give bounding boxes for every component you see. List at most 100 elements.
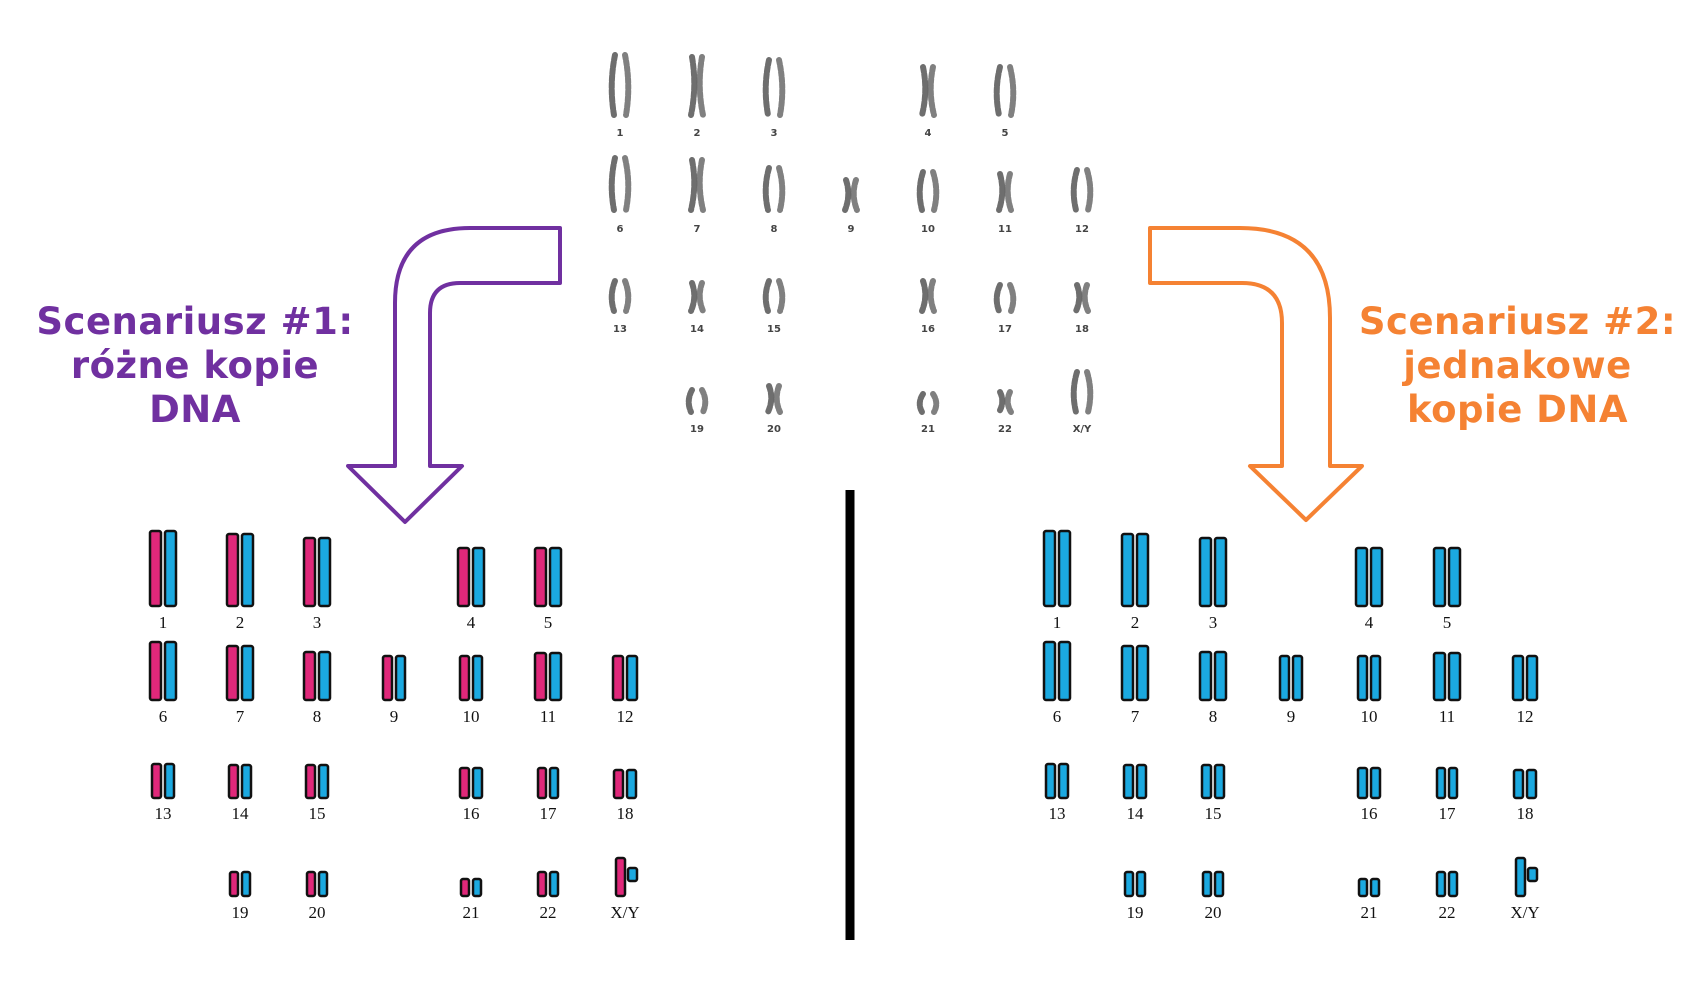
top-label: 22 — [998, 424, 1012, 435]
right-chromatid-b — [1447, 870, 1459, 898]
top-chromatid-b — [622, 52, 632, 118]
top-chromosome-14 — [688, 280, 706, 314]
right-chromatid-a — [1435, 870, 1447, 898]
left-chromatid-a — [612, 768, 625, 800]
left-chromatid-a — [148, 529, 163, 608]
left-chromatid-a — [459, 877, 471, 898]
left-chromosome-11 — [533, 651, 563, 702]
right-label: 21 — [1361, 903, 1378, 922]
right-chromosome-11 — [1432, 651, 1462, 702]
top-label: 4 — [925, 128, 932, 139]
left-chromosome-21 — [459, 877, 483, 898]
top-label: 10 — [921, 224, 935, 235]
top-chromatid-a — [993, 282, 1003, 314]
right-chromatid-b — [1447, 546, 1462, 608]
right-chromatid-b — [1525, 654, 1539, 702]
right-chromatid-b — [1369, 766, 1382, 800]
top-chromatid-a — [842, 177, 852, 213]
top-label: 18 — [1075, 324, 1089, 335]
top-label: 12 — [1075, 224, 1089, 235]
right-chromatid-b — [1135, 644, 1150, 702]
left-label: 19 — [232, 903, 249, 922]
top-chromatid-b — [776, 57, 786, 118]
left-label: 3 — [313, 613, 322, 632]
top-chromatid-a — [762, 165, 772, 213]
top-chromosome-21 — [916, 391, 940, 415]
top-label: 11 — [998, 224, 1012, 235]
top-label: 21 — [921, 424, 935, 435]
left-chromatid-a — [536, 870, 548, 898]
scenario-2-line-2: jednakowe — [1403, 344, 1632, 387]
right-chromatid-b — [1291, 654, 1304, 702]
left-label: 7 — [236, 707, 245, 726]
right-label: X/Y — [1510, 903, 1539, 922]
left-chromatid-b — [163, 762, 176, 800]
right-chromatid-b — [1135, 532, 1150, 608]
left-label: 18 — [617, 804, 634, 823]
top-chromosome-8 — [762, 165, 786, 213]
arrow-left — [346, 226, 562, 524]
right-label: 3 — [1209, 613, 1218, 632]
left-chromatid-b — [471, 654, 484, 702]
top-label: 7 — [694, 224, 701, 235]
right-chromatid-b — [1057, 529, 1072, 608]
right-chromatid-y — [1526, 866, 1539, 883]
left-label: 21 — [463, 903, 480, 922]
top-chromosome-4 — [919, 64, 937, 118]
top-chromatid-a — [919, 64, 929, 118]
right-label: 7 — [1131, 707, 1140, 726]
right-chromatid-b — [1369, 654, 1382, 702]
right-chromosome-20 — [1201, 870, 1225, 898]
top-chromatid-b — [1081, 282, 1091, 314]
right-chromatid-b — [1525, 768, 1538, 800]
top-chromatid-b — [1007, 282, 1017, 314]
right-chromosome-2 — [1120, 532, 1150, 608]
right-label: 11 — [1439, 707, 1455, 726]
right-label: 12 — [1517, 707, 1534, 726]
right-chromosome-16 — [1356, 766, 1382, 800]
top-chromatid-b — [930, 391, 940, 415]
right-chromatid-b — [1369, 877, 1381, 898]
scenario-1-line-2: różne kopie — [70, 344, 320, 387]
left-chromatid-b — [471, 766, 484, 800]
left-chromosome-22 — [536, 870, 560, 898]
top-chromatid-a — [916, 169, 926, 213]
arrows-group — [346, 226, 1364, 524]
right-label: 17 — [1439, 804, 1457, 823]
left-chromatid-a — [456, 546, 471, 608]
left-chromatid-b — [240, 763, 253, 800]
top-chromosome-6 — [608, 155, 632, 213]
left-chromatid-a — [305, 870, 317, 898]
left-label: 8 — [313, 707, 322, 726]
arrow-right — [1148, 226, 1364, 522]
left-chromosome-1 — [148, 529, 178, 608]
top-chromatid-a — [916, 391, 926, 415]
right-chromatid-b — [1447, 766, 1459, 800]
left-label: 1 — [159, 613, 168, 632]
top-chromatid-b — [1084, 369, 1094, 415]
right-chromatid-a — [1512, 768, 1525, 800]
scenario-1-line-1: Scenariusz #1: — [36, 300, 354, 343]
right-label: 1 — [1053, 613, 1062, 632]
right-chromosome-X-Y — [1514, 856, 1539, 898]
right-chromosome-18 — [1512, 768, 1538, 800]
left-chromosome-6 — [148, 640, 178, 702]
left-chromatid-b — [240, 644, 255, 702]
top-chromatid-a — [685, 387, 695, 415]
scenario-2-line-1: Scenariusz #2: — [1358, 300, 1677, 343]
right-chromosome-13 — [1044, 762, 1070, 800]
left-chromatid-x — [614, 856, 627, 898]
top-chromosome-5 — [993, 64, 1017, 118]
left-label: 14 — [232, 804, 250, 823]
left-label: 12 — [617, 707, 634, 726]
top-chromatid-a — [1070, 167, 1080, 213]
top-chromosome-1 — [608, 52, 632, 118]
left-chromatid-b — [240, 870, 252, 898]
left-chromatid-a — [302, 536, 317, 608]
top-chromatid-b — [1004, 171, 1014, 213]
left-chromatid-a — [304, 763, 317, 800]
top-chromatid-a — [762, 278, 772, 314]
left-chromosome-16 — [458, 766, 484, 800]
right-chromosome-15 — [1200, 763, 1226, 800]
